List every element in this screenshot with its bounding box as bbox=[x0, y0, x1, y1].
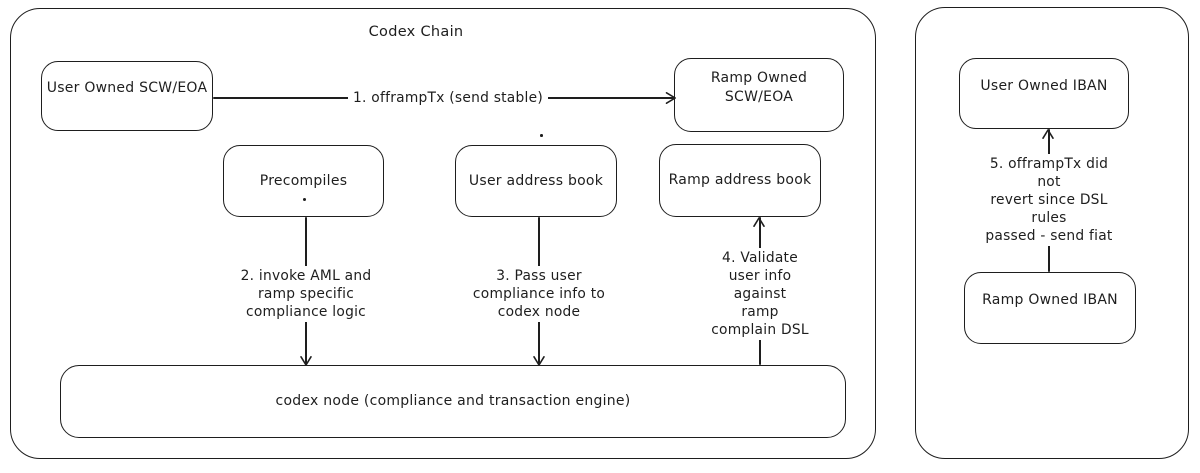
node-ramp-owned-scw-eoa-label: Ramp Owned SCW/EOA bbox=[710, 70, 808, 105]
node-ramp-owned-iban: Ramp Owned IBAN bbox=[964, 272, 1136, 344]
node-ramp-owned-scw-eoa: Ramp Owned SCW/EOA bbox=[674, 58, 844, 132]
node-precompiles: Precompiles bbox=[223, 145, 384, 217]
edge-invoke-aml-arrowhead-down-icon bbox=[300, 356, 312, 366]
node-user-address-book-label: User address book bbox=[468, 172, 604, 189]
node-ramp-address-book-label: Ramp address book bbox=[668, 172, 812, 189]
node-user-owned-iban-label: User Owned IBAN bbox=[980, 77, 1108, 94]
stray-ink-dot bbox=[540, 134, 543, 137]
node-codex-node: codex node (compliance and transaction e… bbox=[60, 365, 846, 438]
stray-ink-dot bbox=[303, 198, 306, 201]
edge-send-fiat-arrowhead-up-icon bbox=[1042, 129, 1054, 139]
edge-pass-user-info-label: 3. Pass user compliance info to codex no… bbox=[467, 266, 611, 322]
codex-chain-panel: Codex Chain User Owned SCW/EOA Ramp Owne… bbox=[10, 8, 876, 459]
edge-invoke-aml-label: 2. invoke AML and ramp specific complian… bbox=[235, 266, 377, 322]
fiat-rail-panel: User Owned IBAN Ramp Owned IBAN 5. offra… bbox=[915, 7, 1189, 459]
node-precompiles-label: Precompiles bbox=[259, 172, 348, 189]
edge-validate-user-info-arrowhead-up-icon bbox=[753, 217, 765, 227]
edge-validate-user-info-label: 4. Validate user info against ramp compl… bbox=[702, 248, 818, 340]
node-ramp-owned-iban-label: Ramp Owned IBAN bbox=[982, 292, 1118, 309]
node-user-owned-iban: User Owned IBAN bbox=[959, 58, 1129, 129]
edge-offramptx-arrowhead-right-icon bbox=[665, 92, 676, 104]
edge-send-fiat-label: 5. offrampTx did not revert since DSL ru… bbox=[979, 154, 1119, 246]
node-user-owned-scw-eoa: User Owned SCW/EOA bbox=[41, 61, 213, 131]
edge-offramptx-label: 1. offrampTx (send stable) bbox=[348, 88, 548, 108]
codex-chain-title: Codex Chain bbox=[368, 24, 464, 40]
node-codex-node-label: codex node (compliance and transaction e… bbox=[275, 393, 631, 410]
node-user-address-book: User address book bbox=[455, 145, 617, 217]
node-ramp-address-book: Ramp address book bbox=[659, 144, 821, 217]
node-user-owned-scw-eoa-label: User Owned SCW/EOA bbox=[46, 80, 208, 97]
edge-pass-user-info-arrowhead-down-icon bbox=[533, 356, 545, 366]
